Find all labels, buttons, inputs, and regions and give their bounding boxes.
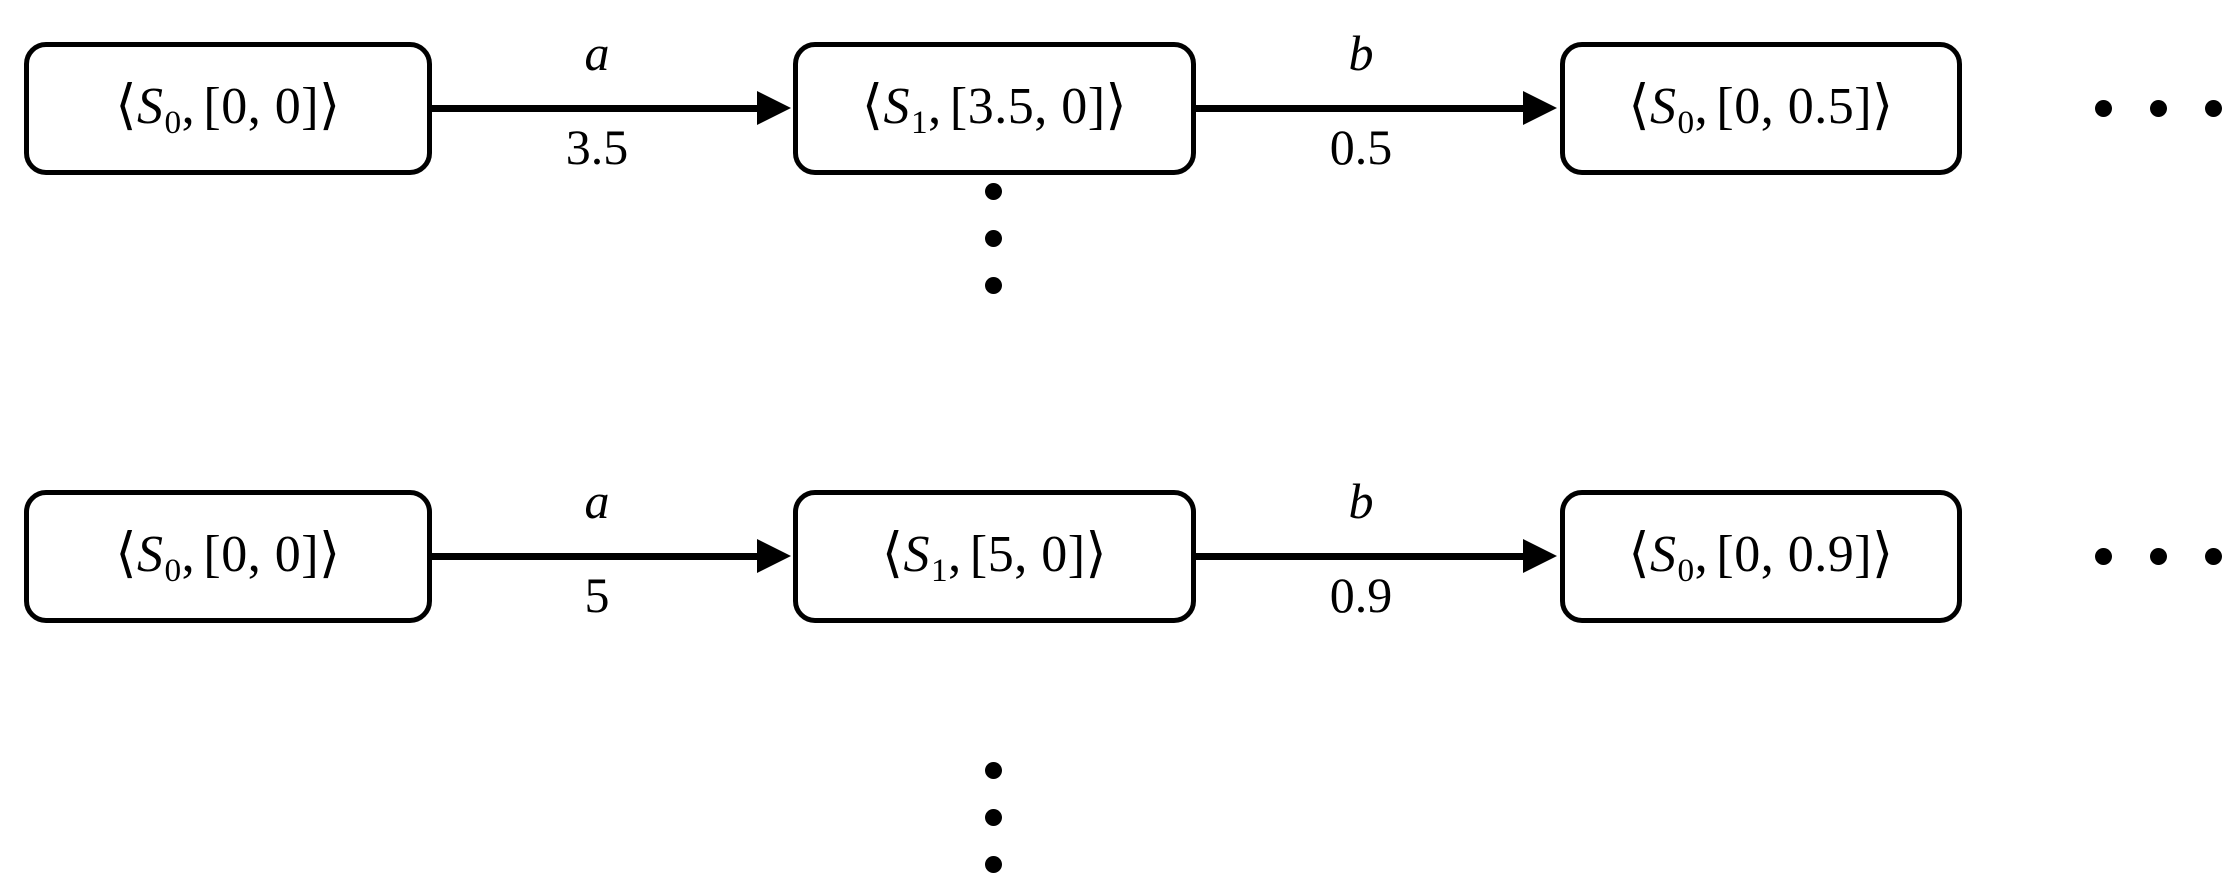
transition-arrow-line (432, 105, 762, 112)
state-subscript: 0 (164, 551, 182, 589)
transition-action-label: a (584, 25, 610, 81)
ellipsis-dot (985, 856, 1002, 873)
right-angle-bracket: ⟩ (1872, 523, 1894, 584)
ellipsis-dot (985, 230, 1002, 247)
state-symbol: S (883, 78, 910, 136)
ellipsis-dot (2095, 100, 2112, 117)
state-node-label: ⟨S0,[0, 0.5]⟩ (1628, 75, 1894, 141)
ellipsis-dot (985, 762, 1002, 779)
vertical-ellipsis-between-rows (985, 183, 1002, 294)
state-node-label: ⟨S1,[3.5, 0]⟩ (861, 75, 1128, 141)
right-angle-bracket: ⟩ (319, 75, 341, 136)
transition-delay-label: 0.9 (1329, 567, 1393, 623)
state-node: ⟨S0,[0, 0]⟩ (24, 490, 432, 623)
transition-arrow-line (1196, 105, 1526, 112)
clock-valuation: [0, 0] (203, 78, 320, 136)
right-angle-bracket: ⟩ (1085, 523, 1108, 584)
state-subscript: 0 (1677, 551, 1695, 589)
state-symbol: S (136, 526, 164, 584)
ellipsis-dot (985, 809, 1002, 826)
state-node: ⟨S0,[0, 0.5]⟩ (1560, 42, 1962, 175)
left-angle-bracket: ⟨ (1628, 75, 1650, 136)
right-angle-bracket: ⟩ (1105, 75, 1128, 136)
transition-action-label: b (1348, 473, 1374, 529)
ellipsis-dot (2095, 548, 2112, 565)
clock-valuation: [0, 0.5] (1716, 78, 1873, 136)
clock-valuation: [3.5, 0] (949, 78, 1106, 136)
ellipsis-dot (2205, 548, 2222, 565)
state-node-label: ⟨S0,[0, 0.9]⟩ (1628, 523, 1894, 589)
transition-delay-label: 5 (584, 567, 610, 623)
transition-arrowhead-icon (757, 539, 791, 573)
state-symbol: S (903, 526, 930, 584)
vertical-ellipsis-below-row-2 (985, 762, 1002, 873)
ellipsis-dot (985, 183, 1002, 200)
clock-valuation: [0, 0] (203, 526, 320, 584)
ellipsis-dot (2150, 548, 2167, 565)
transition-delay-label: 0.5 (1329, 119, 1393, 175)
right-angle-bracket: ⟩ (1872, 75, 1894, 136)
state-node-label: ⟨S1,[5, 0]⟩ (881, 523, 1108, 589)
clock-valuation: [5, 0] (969, 526, 1086, 584)
row-continuation-ellipsis (2095, 548, 2222, 565)
state-node: ⟨S0,[0, 0]⟩ (24, 42, 432, 175)
state-subscript: 1 (930, 551, 949, 589)
right-angle-bracket: ⟩ (319, 523, 341, 584)
state-subscript: 0 (1677, 103, 1695, 141)
state-subscript: 1 (910, 103, 929, 141)
transition-delay-label: 3.5 (565, 119, 629, 175)
state-symbol: S (1649, 526, 1677, 584)
state-node-label: ⟨S0,[0, 0]⟩ (115, 523, 341, 589)
transition-action-label: a (584, 473, 610, 529)
state-node: ⟨S0,[0, 0.9]⟩ (1560, 490, 1962, 623)
ellipsis-dot (2150, 100, 2167, 117)
state-symbol: S (136, 78, 164, 136)
left-angle-bracket: ⟨ (115, 523, 137, 584)
state-node: ⟨S1,[3.5, 0]⟩ (793, 42, 1196, 175)
transition-arrow-line (1196, 553, 1526, 560)
transition-arrowhead-icon (1523, 91, 1557, 125)
left-angle-bracket: ⟨ (881, 523, 904, 584)
transition-arrowhead-icon (757, 91, 791, 125)
state-node: ⟨S1,[5, 0]⟩ (793, 490, 1196, 623)
ellipsis-dot (985, 277, 1002, 294)
left-angle-bracket: ⟨ (1628, 523, 1650, 584)
ellipsis-dot (2205, 100, 2222, 117)
state-subscript: 0 (164, 103, 182, 141)
state-symbol: S (1649, 78, 1677, 136)
transition-arrowhead-icon (1523, 539, 1557, 573)
transition-arrow-line (432, 553, 762, 560)
clock-valuation: [0, 0.9] (1716, 526, 1873, 584)
row-continuation-ellipsis (2095, 100, 2222, 117)
state-node-label: ⟨S0,[0, 0]⟩ (115, 75, 341, 141)
left-angle-bracket: ⟨ (861, 75, 884, 136)
left-angle-bracket: ⟨ (115, 75, 137, 136)
transition-action-label: b (1348, 25, 1374, 81)
